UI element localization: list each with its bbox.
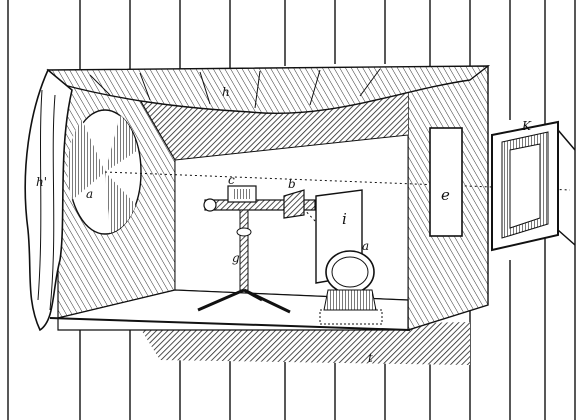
- lens-holder: [319, 250, 383, 325]
- left-curtain: [24, 68, 73, 332]
- label-lens: a: [362, 239, 369, 253]
- canopy-cloth: [46, 65, 491, 115]
- label-canopy: h: [222, 85, 230, 99]
- canopy-folds: [89, 68, 381, 109]
- label-window: e: [441, 186, 450, 204]
- label-shutter: K: [521, 119, 532, 133]
- label-base-mark: t: [368, 351, 373, 365]
- curtain-folds: [37, 89, 56, 311]
- label-screen: i: [342, 210, 347, 228]
- floor-shadow: [140, 322, 470, 365]
- shutter-frame: [491, 120, 576, 252]
- optical-instrument: [197, 185, 316, 314]
- label-curtain: h': [36, 175, 47, 189]
- label-prism: b: [288, 177, 296, 191]
- label-stand: g: [232, 251, 240, 265]
- label-disc: a: [86, 187, 93, 201]
- label-eyepiece: c: [228, 173, 235, 187]
- box-front-edge: [49, 317, 411, 331]
- window-opening: [429, 127, 463, 237]
